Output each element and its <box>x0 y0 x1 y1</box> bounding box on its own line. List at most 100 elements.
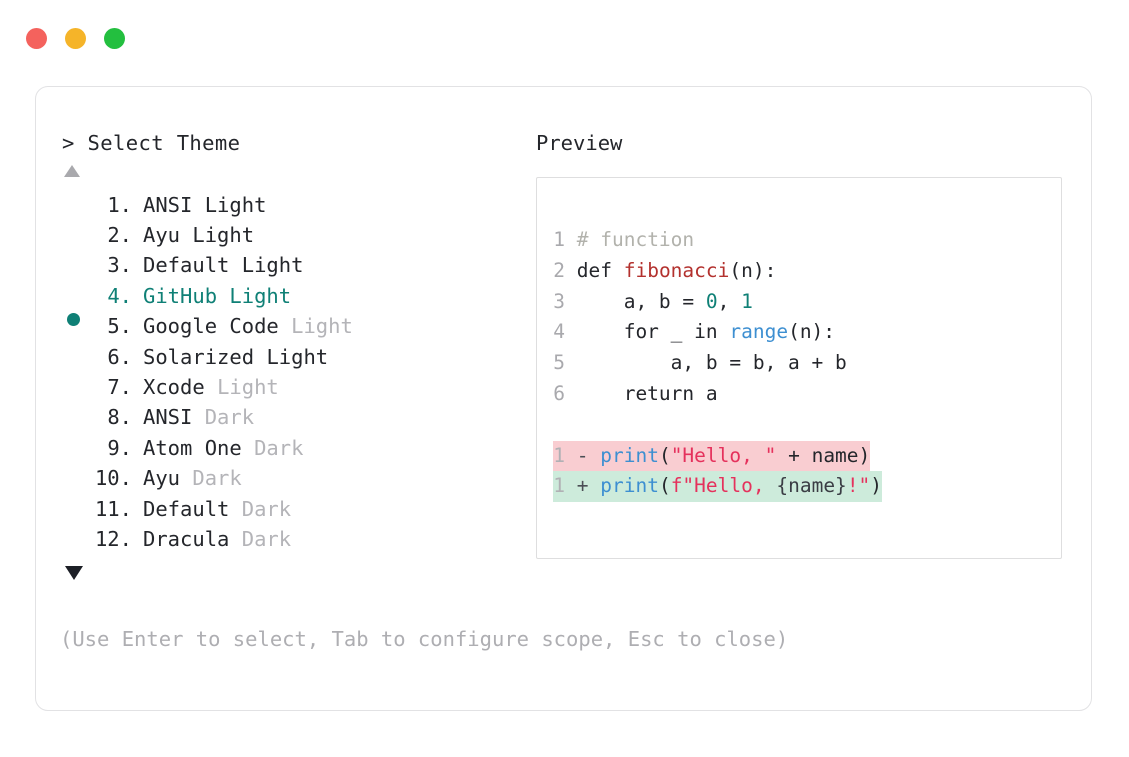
theme-item-variant: Light <box>291 314 353 339</box>
code-token: return a <box>565 381 718 405</box>
prompt-line: > Select Theme <box>62 131 532 156</box>
theme-item-number: 12. <box>94 526 132 551</box>
code-token: (n): <box>729 258 777 282</box>
code-token: range <box>729 320 789 344</box>
maximize-dot[interactable] <box>104 28 125 49</box>
theme-item-name: Ayu <box>143 466 181 491</box>
code-token: , <box>717 289 742 313</box>
theme-item-number: 7. <box>107 374 132 399</box>
code-token: def <box>576 258 624 282</box>
theme-item-variant: Dark <box>241 526 292 551</box>
theme-list-item[interactable]: 1. ANSI Light <box>62 190 532 220</box>
theme-item-number: 6. <box>107 344 132 369</box>
theme-item-variant: Light <box>229 283 292 308</box>
theme-item-name: Default <box>143 496 230 521</box>
code-token <box>565 259 577 282</box>
diff-line-number: 1 <box>553 443 565 467</box>
code-line: 5 a, b = b, a + b <box>553 348 1057 379</box>
theme-item-name: Default <box>143 253 230 278</box>
theme-list-item[interactable]: 2. Ayu Light <box>62 220 532 250</box>
code-token <box>565 228 577 251</box>
theme-item-variant: Light <box>217 374 279 399</box>
code-token: + name) <box>776 443 871 467</box>
theme-list-item[interactable]: 4. GitHub Light <box>62 281 532 326</box>
theme-item-number: 9. <box>107 435 132 460</box>
code-token: a, b = b, a + b <box>565 351 847 375</box>
code-line: 6 return a <box>553 379 1057 410</box>
keyboard-hint: (Use Enter to select, Tab to configure s… <box>60 627 789 651</box>
code-token: ) <box>870 474 883 498</box>
theme-item-number: 1. <box>107 192 132 217</box>
diff-line-number: 1 <box>553 474 565 498</box>
theme-item-name: ANSI <box>143 192 193 217</box>
theme-list-item[interactable]: 10. Ayu Dark <box>62 463 532 493</box>
code-token: f"Hello, <box>670 474 777 498</box>
diff-block: 1 - print("Hello, " + name)1 + print(f"H… <box>553 440 1057 503</box>
code-token: {name} <box>776 474 847 498</box>
triangle-up-icon[interactable] <box>64 164 80 177</box>
code-token: (n): <box>788 320 836 344</box>
code-token: # function <box>576 228 695 251</box>
theme-list-item[interactable]: 7. Xcode Light <box>62 372 532 402</box>
theme-item-number: 5. <box>107 314 132 339</box>
code-line-number: 3 <box>553 289 565 313</box>
theme-item-name: GitHub <box>143 283 218 308</box>
close-dot[interactable] <box>26 28 47 49</box>
minimize-dot[interactable] <box>65 28 86 49</box>
code-line-number: 6 <box>553 381 565 405</box>
code-blank-line <box>553 410 1057 441</box>
triangle-down-icon[interactable] <box>65 566 83 581</box>
theme-list-item[interactable]: 3. Default Light <box>62 250 532 280</box>
code-line-number: 4 <box>553 320 565 344</box>
theme-item-name: Ayu <box>143 222 181 247</box>
theme-list-item[interactable]: 6.Solarized Light <box>62 342 532 372</box>
code-line: 3 a, b = 0, 1 <box>553 287 1057 318</box>
theme-list-item[interactable]: 8.ANSI Dark <box>62 402 532 432</box>
page-title: Select Theme <box>87 131 241 155</box>
code-token: 1 <box>741 289 753 313</box>
diff-marker: - <box>565 443 601 467</box>
code-token: ( <box>658 443 671 467</box>
theme-item-name: Atom One <box>143 435 242 460</box>
theme-list-item[interactable]: 9. Atom One Dark <box>62 433 532 463</box>
theme-item-number: 2. <box>107 222 132 247</box>
prompt-marker: > <box>62 131 75 155</box>
theme-list-item[interactable]: 5.Google Code Light <box>62 311 532 341</box>
theme-item-variant: Dark <box>192 466 242 491</box>
theme-item-number: 4. <box>107 283 132 308</box>
code-line-number: 1 <box>553 228 565 251</box>
preview-label: Preview <box>536 131 623 155</box>
theme-list-item[interactable]: 11. Default Dark <box>62 494 532 524</box>
scroll-down-wrap <box>62 566 532 581</box>
theme-item-variant: Dark <box>241 496 292 521</box>
theme-item-variant: Light <box>204 192 267 217</box>
theme-item-name: Xcode <box>143 374 205 399</box>
code-token: !" <box>846 474 871 498</box>
theme-item-variant: Dark <box>254 435 304 460</box>
code-token: print <box>600 443 659 467</box>
code-line-number: 5 <box>553 351 565 375</box>
code-token: ( <box>658 474 671 498</box>
code-line: 2 def fibonacci(n): <box>553 256 1057 287</box>
theme-item-variant: Dark <box>204 405 255 430</box>
code-line: 1 # function <box>553 225 1057 256</box>
code-token: print <box>600 474 659 498</box>
theme-item-number: 8. <box>107 405 132 430</box>
theme-item-number: 3. <box>107 253 132 278</box>
code-token: fibonacci <box>623 258 730 282</box>
theme-list-item[interactable]: 12.Dracula Dark <box>62 524 532 554</box>
theme-item-variant: Light <box>266 344 329 369</box>
window-titlebar <box>26 28 125 49</box>
theme-item-number: 11. <box>94 496 132 521</box>
theme-item-variant: Light <box>192 222 255 247</box>
selected-bullet-icon <box>67 312 80 326</box>
theme-item-number: 10. <box>94 466 132 491</box>
code-token: for _ in <box>565 320 730 344</box>
theme-item-variant: Light <box>241 253 304 278</box>
